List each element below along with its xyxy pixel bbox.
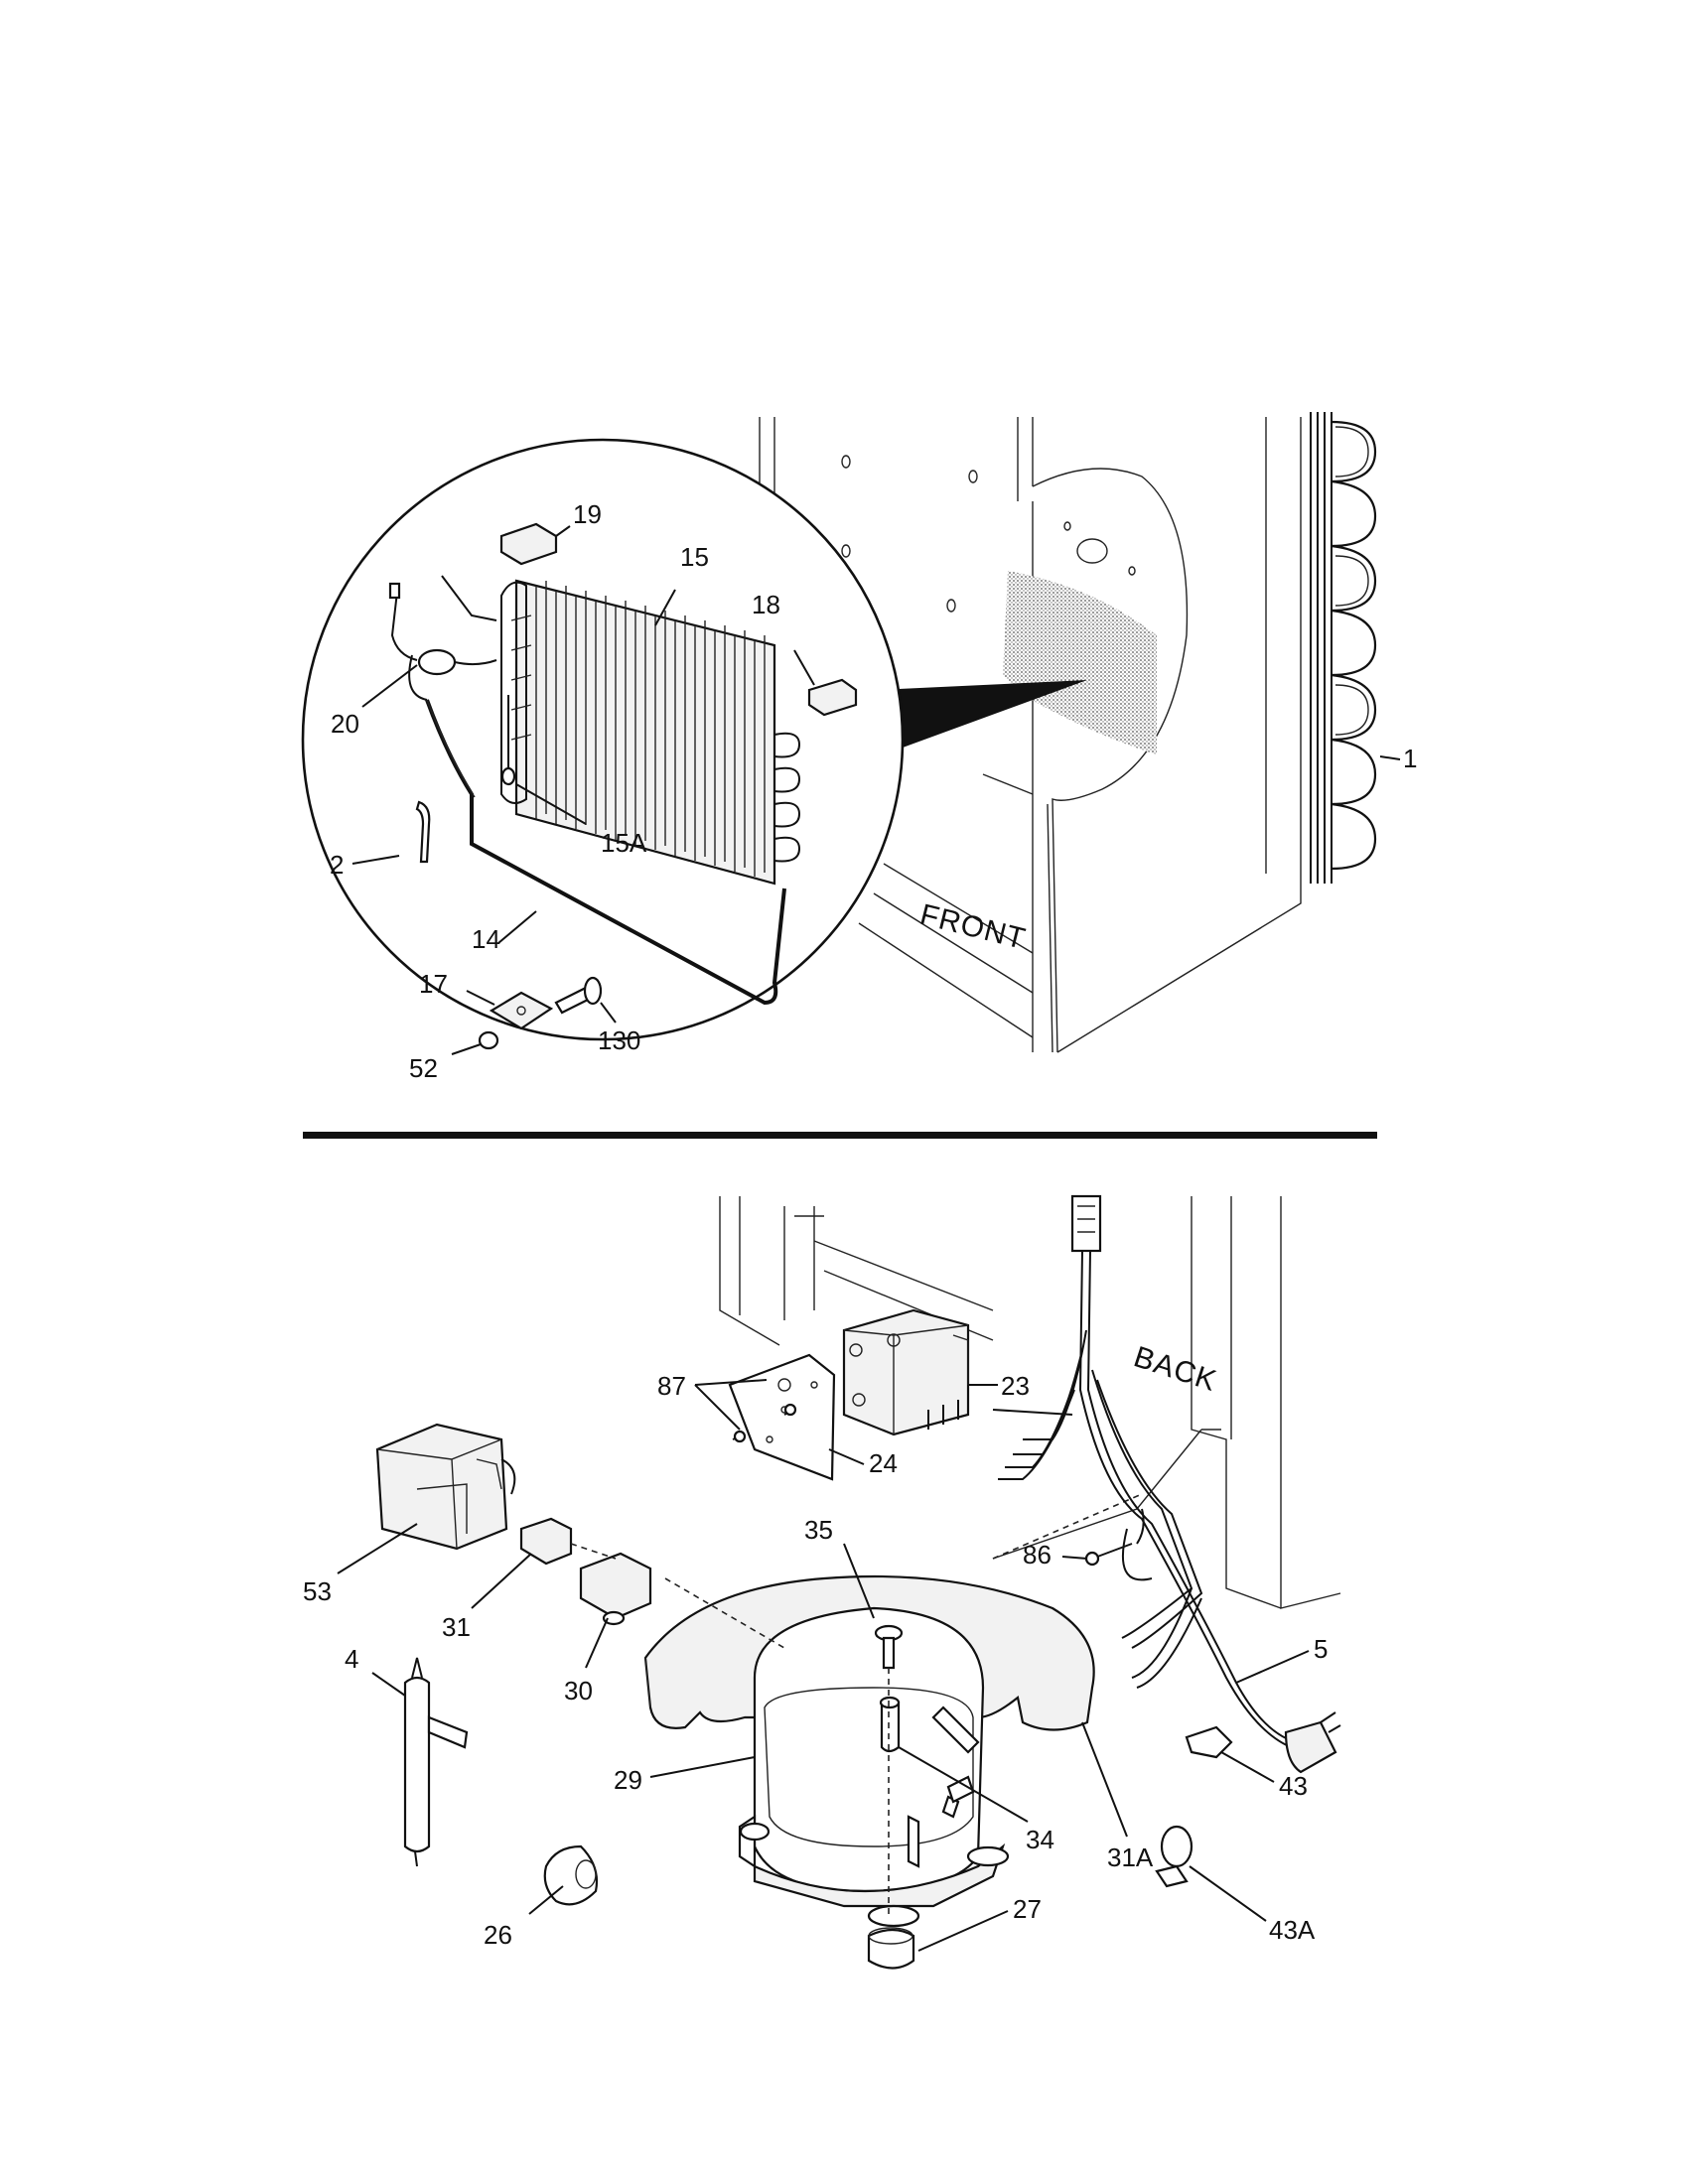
bottom-leader-lines	[337, 1379, 1310, 1952]
clip-43	[1185, 1725, 1233, 1759]
label-1: 1	[1403, 744, 1417, 773]
label-130: 130	[598, 1025, 640, 1055]
part-2-clip	[415, 800, 431, 864]
label-53: 53	[303, 1576, 332, 1606]
label-35: 35	[804, 1515, 833, 1545]
timer-bracket	[728, 1353, 836, 1481]
label-2: 2	[330, 850, 344, 880]
label-31: 31	[442, 1612, 471, 1642]
power-cord	[992, 1194, 1341, 1774]
label-34: 34	[1026, 1825, 1054, 1854]
label-24: 24	[869, 1448, 898, 1478]
top-leader-lines	[351, 525, 1401, 1055]
section-divider	[303, 1132, 1377, 1139]
grommet-27	[867, 1927, 915, 1970]
evaporator-cavity-shading	[1003, 571, 1157, 754]
relay-cover	[375, 1423, 516, 1551]
part-17-plate	[489, 991, 554, 1030]
label-30: 30	[564, 1676, 593, 1706]
label-23: 23	[1001, 1371, 1030, 1401]
condenser-coil	[1310, 412, 1377, 884]
back-label: BACK	[1130, 1340, 1221, 1398]
part-52-ring	[478, 1030, 499, 1050]
label-18: 18	[752, 590, 780, 619]
label-4: 4	[345, 1644, 358, 1674]
bottom-section: BACK	[303, 1194, 1341, 1970]
start-relay	[579, 1552, 652, 1626]
label-15: 15	[680, 542, 709, 572]
evaporator	[441, 575, 801, 886]
label-29: 29	[614, 1765, 642, 1795]
cabinet-front-view: FRONT	[759, 417, 1302, 1053]
label-27: 27	[1013, 1894, 1042, 1924]
clip-43a	[1155, 1825, 1193, 1888]
overload-protector	[519, 1517, 573, 1566]
part-19-block	[499, 522, 558, 566]
label-31a: 31A	[1107, 1843, 1154, 1872]
zoom-pointer-wedge	[879, 680, 1087, 754]
label-87: 87	[657, 1371, 686, 1401]
filter-drier	[403, 1657, 469, 1867]
defrost-timer	[842, 1308, 970, 1436]
front-label: FRONT	[916, 898, 1029, 956]
label-86: 86	[1023, 1540, 1052, 1570]
part-18-block	[807, 678, 858, 717]
label-17: 17	[419, 969, 448, 999]
label-26: 26	[484, 1920, 512, 1950]
label-43a: 43A	[1269, 1915, 1316, 1945]
label-43: 43	[1279, 1771, 1308, 1801]
part-20-sensor	[388, 582, 497, 701]
label-15a: 15A	[601, 828, 647, 858]
top-section: FRONT	[301, 412, 1417, 1083]
label-14: 14	[472, 924, 500, 954]
part-130-bolt	[554, 976, 603, 1015]
screw-86	[1084, 1508, 1145, 1567]
label-19: 19	[573, 499, 602, 529]
label-52: 52	[409, 1053, 438, 1083]
compressor-assembly	[570, 1543, 1095, 1928]
label-20: 20	[331, 709, 359, 739]
label-5: 5	[1314, 1634, 1328, 1664]
